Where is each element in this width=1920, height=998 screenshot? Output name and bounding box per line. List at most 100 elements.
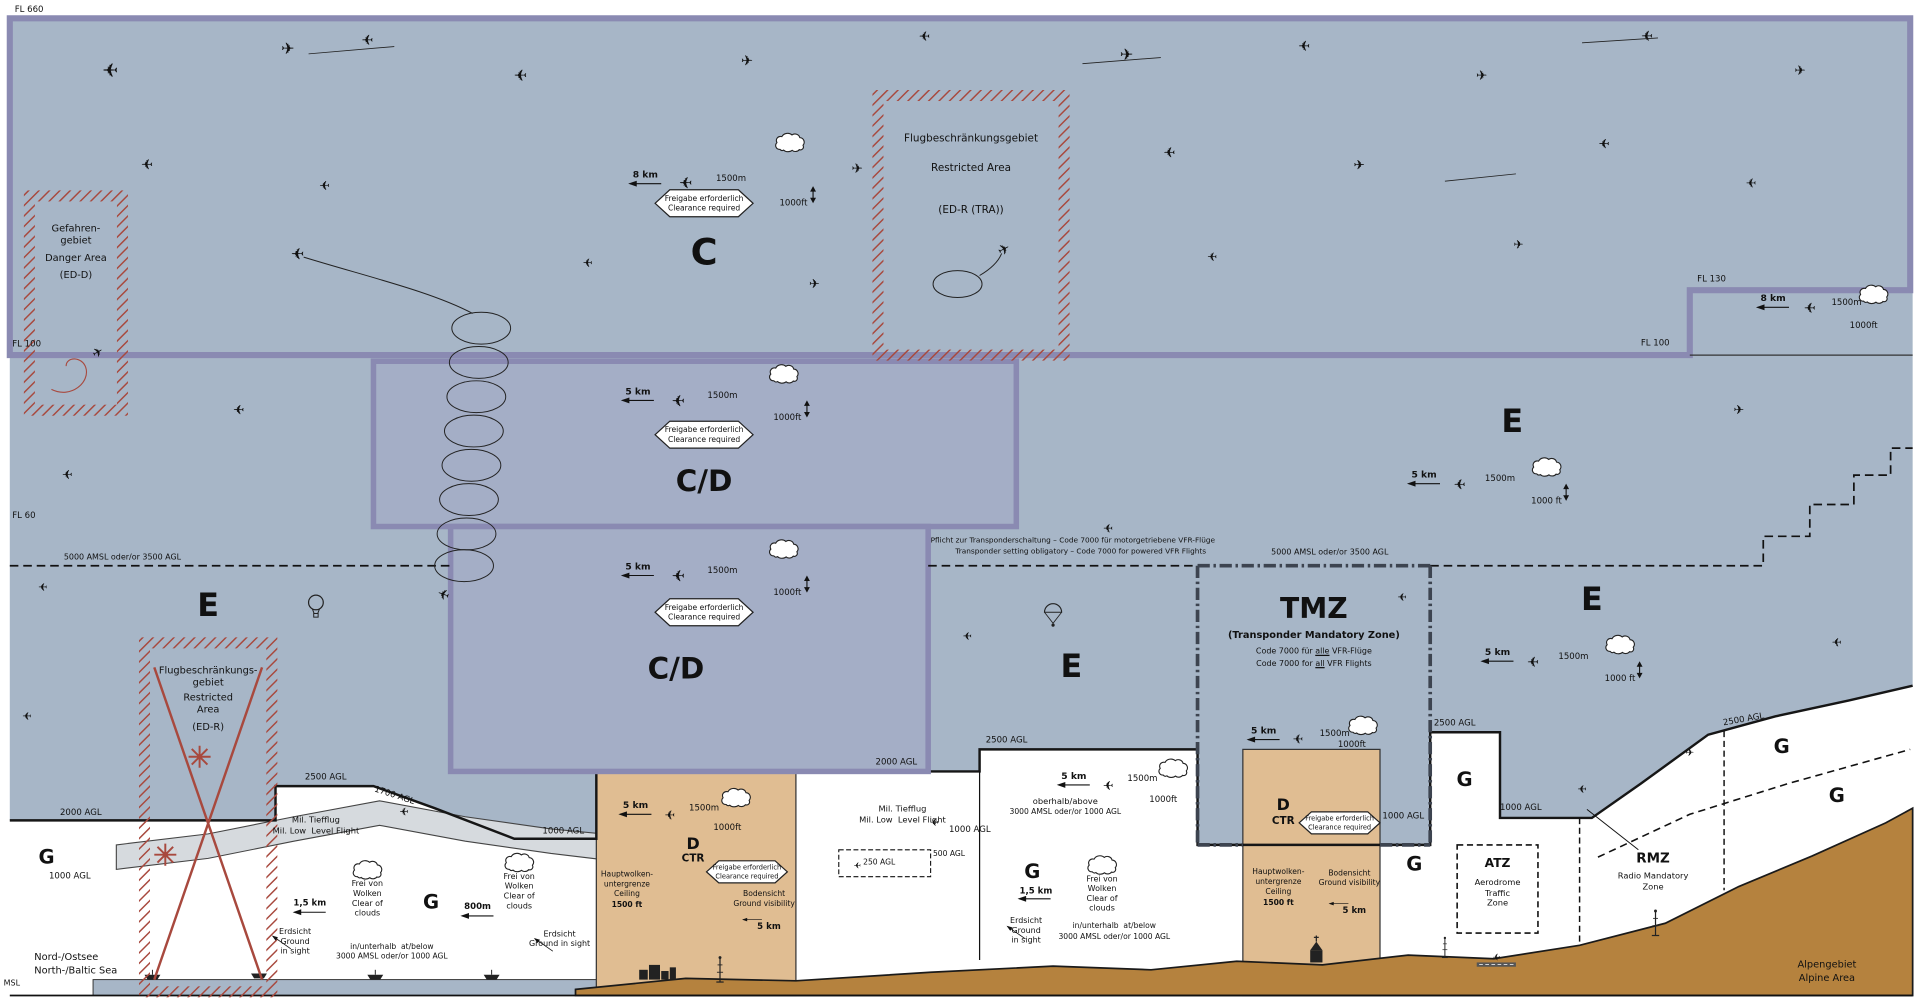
aircraft-icon <box>1119 45 1134 64</box>
g-clear-of-clouds-label: Frei von <box>351 878 384 889</box>
fl100-left-label: FL 100 <box>12 339 42 349</box>
aircraft-icon <box>1577 783 1587 797</box>
vmc-minima-class-c: 8 km 1500m 1000ft <box>627 132 817 209</box>
svg-text:Clearance required: Clearance required <box>1308 824 1371 832</box>
mil-low-label-en: Mil. Low Level Flight <box>859 815 946 825</box>
svg-text:5 km: 5 km <box>625 561 650 572</box>
aircraft-icon <box>361 32 374 49</box>
svg-text:1000ft: 1000ft <box>773 413 802 423</box>
svg-text:5 km: 5 km <box>1485 647 1510 658</box>
transponder-note-en: Transponder setting obligatory – Code 70… <box>955 547 1207 556</box>
atz-label: Aerodrome <box>1474 877 1521 888</box>
danger-area-box <box>23 190 128 416</box>
aircraft-icon <box>1163 145 1176 162</box>
aircraft-icon <box>140 157 153 174</box>
rmz-border <box>1578 731 1725 946</box>
restricted-edr-label: Flugbeschränkungs- <box>158 664 258 676</box>
g-clear-of-clouds-label: Wolken <box>1087 883 1117 894</box>
svg-text:5 km: 5 km <box>1251 725 1276 736</box>
g-above-band-value: 3000 AMSL oder/or 1000 AGL <box>1009 808 1122 817</box>
svg-text:1500m: 1500m <box>707 566 737 576</box>
g-below-band-label: in/unterhalb at/below <box>1072 921 1157 931</box>
atz-title: ATZ <box>1484 857 1511 871</box>
vmc-minima-e-mid: 5 km 1500m 1000 ft <box>1406 457 1570 506</box>
aircraft-icon <box>664 808 676 824</box>
class-cd-lower-label: C/D <box>647 651 705 686</box>
vmc-minima-cd-lower: 5 km 1500m 1000ft <box>620 539 811 598</box>
sea-label-de: Nord-/Ostsee <box>34 951 99 963</box>
ctr-label: CTR <box>681 853 705 866</box>
rmz-label: Zone <box>1642 882 1664 893</box>
class-e-label: E <box>1060 648 1083 686</box>
svg-text:1500m: 1500m <box>707 391 737 401</box>
svg-text:Freigabe erforderlich: Freigabe erforderlich <box>665 425 744 434</box>
svg-text:5 km: 5 km <box>625 386 650 397</box>
svg-text:1000 ft: 1000 ft <box>1531 496 1562 506</box>
ship-icon <box>366 969 384 981</box>
g-below-band-value: 3000 AMSL oder/or 1000 AGL <box>1058 932 1171 942</box>
agl-1000-label: 1000 AGL <box>1382 811 1425 822</box>
class-e-label: E <box>1580 581 1603 619</box>
g-clear-of-clouds-label: Frei von <box>503 871 535 882</box>
ctr-ceiling-value: 1500 ft <box>1263 898 1294 908</box>
aircraft-icon <box>102 58 119 82</box>
g-clear-of-clouds-label: Clear of <box>1086 893 1118 904</box>
g-clear-of-clouds-label: clouds <box>1089 903 1115 914</box>
atz-label: Traffic <box>1485 887 1511 898</box>
class-g-label: G <box>422 890 440 914</box>
svg-text:Freigabe erforderlich: Freigabe erforderlich <box>1305 814 1374 822</box>
svg-text:Clearance required: Clearance required <box>715 873 778 881</box>
g-below-band-label: in/unterhalb at/below <box>350 942 434 952</box>
class-g-label: G <box>1406 852 1423 876</box>
g-below-band-value: 3000 AMSL oder/or 1000 AGL <box>336 952 448 962</box>
aircraft-icon <box>1102 779 1114 795</box>
ctr-ceiling-label: Ceiling <box>1265 887 1292 897</box>
agl-2000-label: 2000 AGL <box>875 757 918 768</box>
vmc-minima-ctr-left: 5 km 1500m 1000ft <box>617 787 751 833</box>
g-clear-of-clouds-label: clouds <box>506 900 533 911</box>
aircraft-icon <box>38 581 48 595</box>
mil-low-label-en: Mil. Low Level Flight <box>272 826 360 836</box>
g-ground-in-sight-label: Erdsicht <box>279 926 312 937</box>
agl-1000-label: 1000 AGL <box>542 825 585 836</box>
amsl-label-left: 5000 AMSL oder/or 3500 AGL <box>63 551 182 562</box>
g-clear-of-clouds-label: Clear of <box>351 898 383 909</box>
mil-low-500agl-label: 500 AGL <box>932 849 965 859</box>
ctr-ceiling-label: untergrenze <box>1255 877 1302 887</box>
danger-loop <box>51 358 87 393</box>
g-visibility-value: 1,5 km <box>1019 885 1053 896</box>
svg-text:1000ft: 1000ft <box>779 199 808 209</box>
ctr-visibility-label: Ground visibility <box>733 899 795 909</box>
restricted-tra-label: Flugbeschränkungsgebiet <box>904 133 1039 146</box>
class-e-label: E <box>197 587 220 625</box>
aircraft-icon <box>1475 68 1488 85</box>
restricted-edr-label: (ED-R) <box>192 721 225 733</box>
aircraft-icon <box>1803 300 1816 317</box>
svg-text:1500m: 1500m <box>1320 729 1350 739</box>
agl-2500-label: 2500 AGL <box>1433 718 1476 728</box>
ship-icon <box>483 969 501 981</box>
class-c-border <box>6 15 1914 359</box>
svg-text:8 km: 8 km <box>1760 293 1785 304</box>
aircraft-icon <box>22 709 32 723</box>
amsl-label-right: 5000 AMSL oder/or 3500 AGL <box>1271 547 1389 557</box>
svg-text:Clearance required: Clearance required <box>668 613 740 622</box>
danger-area-label: Danger Area <box>45 252 107 264</box>
aircraft-icon <box>679 173 693 193</box>
svg-text:1500m: 1500m <box>1831 298 1861 308</box>
restricted-area-tra-box <box>872 90 1070 361</box>
aircraft-icon <box>918 28 931 45</box>
aircraft-icon <box>1298 38 1311 55</box>
restricted-edr-label: Restricted <box>183 691 233 703</box>
svg-text:1000 ft: 1000 ft <box>1605 674 1636 684</box>
tmz-code-en: Code 7000 for all VFR Flights <box>1256 658 1372 669</box>
ctr-ceiling-label: Hauptwolken- <box>1252 868 1305 877</box>
fl60-label: FL 60 <box>12 510 36 521</box>
tmz-subtitle: (Transponder Mandatory Zone) <box>1227 629 1400 641</box>
g-above-band-label: oberhalb/above <box>1032 796 1098 807</box>
vmc-minima-cd-upper: 5 km 1500m 1000ft <box>620 364 811 423</box>
cloud-icon <box>504 852 535 873</box>
tmz-title: TMZ <box>1280 593 1348 626</box>
ctr-visibility-label: Bodensicht <box>743 890 786 899</box>
